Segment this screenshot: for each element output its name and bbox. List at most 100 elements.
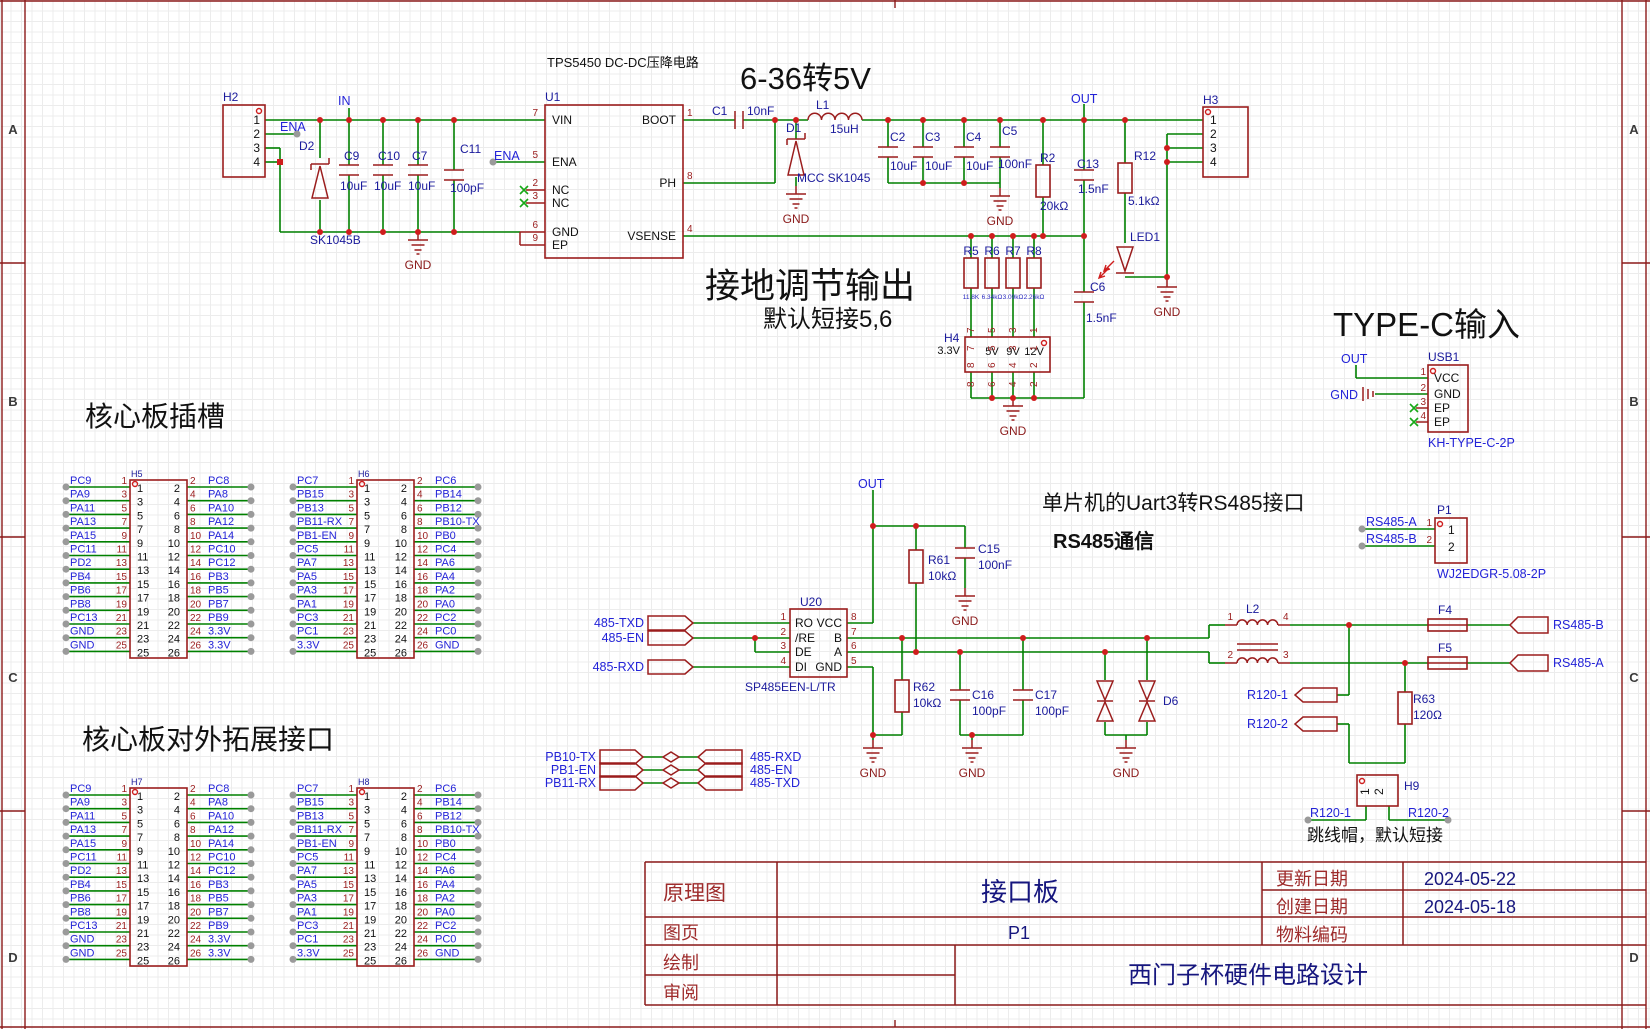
label-h4-ref: H4: [944, 331, 960, 345]
label-pins-odd-4: 9: [121, 531, 127, 542]
label-pins-odd-8: 17: [364, 593, 376, 605]
titleblock-review-label: 审阅: [663, 983, 699, 1003]
label-pins-even-3: 8: [174, 832, 180, 844]
label-h4-bottom-0: 8: [966, 381, 977, 387]
zone-letter-right: A: [1629, 122, 1639, 137]
header-pin-label: PB7: [208, 598, 229, 610]
junction-dot: [1102, 649, 1108, 655]
label-usb1-pins-3-p: EP: [1434, 415, 1450, 429]
label-parts-c3: C3: [925, 130, 941, 144]
label-vals-pF100: 100pF: [972, 704, 1006, 718]
label-pins-odd-5: 11: [364, 860, 375, 872]
net-end-dot: [489, 158, 497, 166]
header-pin-label: PA8: [208, 489, 228, 501]
ground-label: GND: [1113, 766, 1140, 780]
label-nets-r120_1: R120-1: [1247, 688, 1288, 702]
label-pins-odd-0: 1: [121, 476, 127, 487]
label-pins-even-12: 26: [168, 955, 180, 967]
label-parts-l1: L1: [816, 98, 830, 112]
label-pins-odd-11: 23: [137, 942, 149, 954]
net-end-dot: [474, 860, 482, 867]
net-end-dot: [289, 552, 297, 559]
port-485-TXD: [647, 615, 695, 631]
label-pins-even-3: 8: [190, 825, 196, 836]
label-pins-odd-11: 23: [116, 935, 128, 946]
label-pins-even-3: 8: [190, 517, 196, 528]
header-pin-label: GND: [70, 947, 95, 959]
label-pins-odd-0: 1: [364, 791, 370, 803]
diode-D1: [787, 140, 805, 176]
label-pins-odd-7: 15: [364, 579, 376, 591]
pin1-marker-icon: [358, 788, 366, 796]
net-end-dot: [289, 928, 297, 936]
net-end-dot: [474, 818, 482, 826]
port-RS485-B: [1508, 616, 1549, 634]
titleblock-updated-label: 更新日期: [1276, 869, 1348, 889]
junction-dot: [317, 229, 323, 235]
header-pin-label: PA13: [70, 824, 96, 836]
tie-left-0: [599, 749, 645, 765]
label-pins-even-5: 12: [190, 545, 202, 556]
label-pins-odd-7: 15: [137, 579, 149, 591]
net-end-dot: [289, 887, 297, 895]
label-parts-d2v: SK1045B: [310, 233, 361, 247]
connector-H2: [222, 104, 266, 178]
label-pins-even-10: 22: [190, 921, 202, 932]
label-pins-even-5: 12: [417, 853, 429, 864]
label-pins-odd-8: 17: [364, 901, 376, 913]
resistor-R6: [984, 257, 1000, 289]
port-RS485-A: [1508, 654, 1549, 672]
label-vals-pF100: 100pF: [450, 181, 484, 195]
label-nets-txd: 485-TXD: [594, 616, 644, 630]
header-pin-label: PA5: [297, 571, 317, 583]
label-pins-odd-6: 13: [343, 866, 355, 877]
junction-dot: [346, 117, 352, 123]
header-pin-label: PA7: [297, 557, 317, 569]
header-pin-label: PA10: [208, 502, 234, 514]
label-h4-top-0: 7: [966, 327, 977, 333]
junction-dot: [1010, 395, 1016, 401]
net-end-dot: [289, 647, 297, 655]
junction-square: [277, 159, 283, 165]
net-end-dot: [293, 130, 301, 138]
label-parts-led1: LED1: [1130, 230, 1160, 244]
header-pin-label: PB13: [297, 502, 324, 514]
label-pins-odd-11: 23: [343, 935, 355, 946]
label-pins-odd-7: 15: [137, 887, 149, 899]
label-pins-even-10: 22: [168, 928, 180, 940]
label-pins-odd-0: 1: [137, 791, 143, 803]
label-nets-rs485a: RS485-A: [1553, 656, 1604, 670]
net-end-dot: [474, 846, 482, 854]
label-nets-rs485b: RS485-B: [1553, 618, 1604, 632]
net-end-dot: [62, 606, 70, 614]
header-pin-label: 3.3V: [208, 626, 231, 638]
net-end-dot: [474, 524, 482, 532]
label-pins-even-12: 26: [190, 948, 202, 959]
tie-label-left: PB10-TX: [545, 750, 596, 764]
label-pins-even-1: 4: [190, 798, 196, 809]
pin1-marker-icon: [1204, 108, 1212, 116]
junction-dot: [1081, 117, 1087, 123]
net-end-dot: [247, 818, 255, 826]
label-pins-odd-4: 9: [364, 846, 370, 858]
label-pins-even-7: 16: [168, 579, 180, 591]
label-u20-left-2-p: DE: [795, 645, 812, 659]
label-pins-odd-3: 7: [348, 517, 354, 528]
label-u1-left-1-n: 5: [532, 150, 538, 161]
label-pins-odd-10: 21: [137, 620, 149, 632]
label-parts-l2: L2: [1246, 602, 1260, 616]
header-pin-label: PB10-TX: [435, 516, 480, 528]
net-end-dot: [62, 887, 70, 895]
label-pins-even-7: 16: [417, 572, 429, 583]
label-pins-odd-10: 21: [116, 921, 128, 932]
label-parts-h3: H3: [1203, 93, 1219, 107]
label-pins-even-10: 22: [190, 613, 202, 624]
header-pin-label: PB6: [70, 893, 91, 905]
resistor-R8: [1026, 257, 1042, 289]
zone-letter-left: D: [8, 950, 17, 965]
tie-right-1: [696, 762, 743, 778]
label-pins-even-0: 2: [401, 791, 407, 803]
header-pin-label: PC1: [297, 626, 318, 638]
label-u1-left-3-n: 3: [532, 191, 538, 202]
